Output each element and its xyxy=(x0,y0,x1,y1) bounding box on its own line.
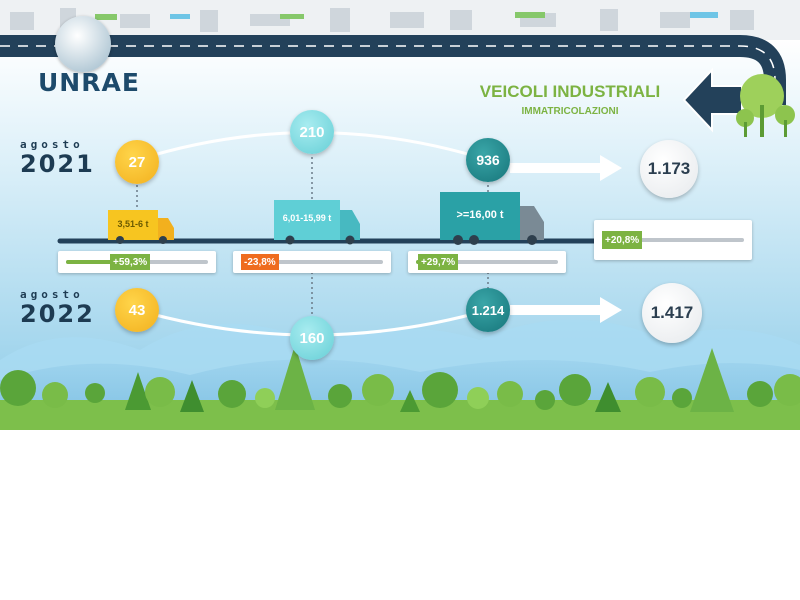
total-2022: 1.417 xyxy=(642,283,702,343)
medium-truck-icon xyxy=(274,200,360,245)
city-strip xyxy=(10,8,754,32)
unrae-globe-icon xyxy=(55,16,111,72)
segment-label-medium: 6,01-15,99 t xyxy=(282,213,332,223)
value-2021-medium: 210 xyxy=(290,110,334,154)
segment-label-small: 3,51-6 t xyxy=(117,219,149,229)
change-bar-total: +20,8% xyxy=(594,220,752,260)
infographic: UNRAE VEICOLI INDUSTRIALI IMMATRICOLAZIO… xyxy=(0,0,800,430)
brand-logo: UNRAE xyxy=(38,68,140,97)
year-2022: 2022 xyxy=(20,300,95,328)
change-badge-small: +59,3% xyxy=(110,254,151,270)
page-subtitle: IMMATRICOLAZIONI xyxy=(521,106,619,117)
small-truck-icon xyxy=(108,210,174,244)
background-scene xyxy=(0,0,800,430)
value-2021-large: 936 xyxy=(466,138,510,182)
large-truck-icon xyxy=(440,192,544,245)
page-title: VEICOLI INDUSTRIALI xyxy=(479,82,661,101)
change-badge-medium: -23,8% xyxy=(241,254,279,270)
segment-label-large: >=16,00 t xyxy=(456,209,504,221)
value-2021-small: 27 xyxy=(115,140,159,184)
change-bar-medium: -23,8% xyxy=(233,251,391,273)
value-2022-medium: 160 xyxy=(290,316,334,360)
year-2021: 2021 xyxy=(20,150,95,178)
month-2022: agosto xyxy=(20,288,84,301)
tree-line xyxy=(0,345,800,430)
change-badge-total: +20,8% xyxy=(602,231,643,249)
month-2021: agosto xyxy=(20,138,84,151)
change-bar-small: +59,3% xyxy=(58,251,216,273)
change-badge-large: +29,7% xyxy=(417,254,459,270)
value-2022-large: 1.214 xyxy=(466,288,510,332)
total-2021: 1.173 xyxy=(640,140,698,198)
change-fill-small xyxy=(66,260,151,264)
change-bar-large: +29,7% xyxy=(408,251,566,273)
value-2022-small: 43 xyxy=(115,288,159,332)
